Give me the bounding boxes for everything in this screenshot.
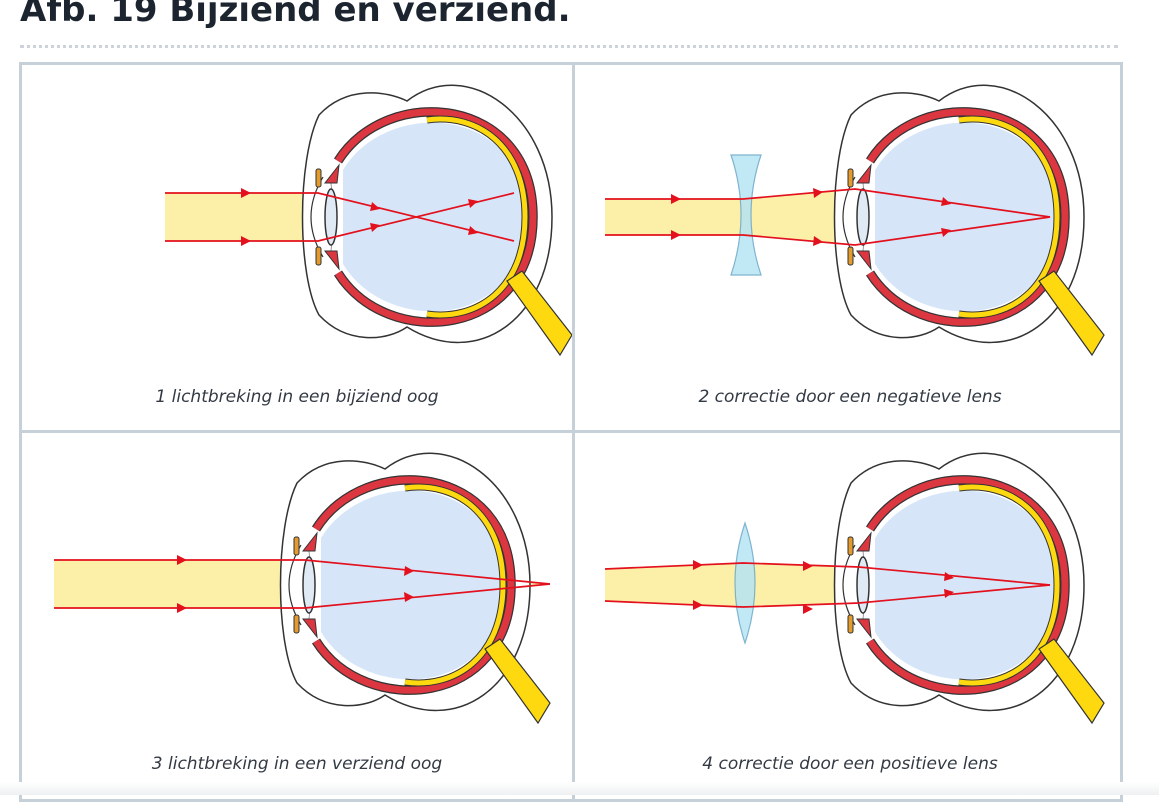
caption-panel-2: 2 correctie door een negatieve lens (698, 387, 1002, 407)
light-rays (54, 559, 551, 609)
arrow-icon (241, 188, 478, 246)
arrow-icon (177, 555, 414, 613)
caption-panel-4: 4 correctie door een positieve lens (702, 754, 998, 774)
arrow-icon (671, 188, 951, 246)
eye-diagram (279, 452, 551, 725)
caption-panel-1: 1 lichtbreking in een bijziend oog (155, 387, 439, 407)
eye-diagram (833, 84, 1105, 357)
bottom-edge-shadow (0, 782, 1159, 795)
light-rays (604, 562, 1051, 608)
panel-hyperopic-eye: 3 lichtbreking in een verziend oog (22, 433, 572, 798)
diagram-myopic-eye (165, 84, 572, 357)
negative-lens-icon (730, 154, 762, 276)
figure-grid: 1 lichtbreking in een bijziend oog (19, 62, 1123, 802)
dotted-divider (20, 45, 1118, 48)
positive-lens-icon (734, 521, 756, 645)
grid-divider-horizontal (22, 430, 1120, 433)
diagram-positive-lens (604, 452, 1105, 725)
eye-diagram (833, 452, 1105, 725)
diagram-hyperopic-eye (54, 452, 551, 725)
light-rays (165, 192, 515, 242)
page-title: Afb. 19 Bijziend en verziend. (20, 0, 571, 30)
panel-negative-lens: 2 correctie door een negatieve lens (575, 65, 1125, 430)
arrow-icon (693, 560, 954, 614)
eye-diagram (301, 84, 572, 357)
caption-panel-3: 3 lichtbreking in een verziend oog (151, 754, 443, 774)
panel-myopic-eye: 1 lichtbreking in een bijziend oog (22, 65, 572, 430)
light-beam (605, 563, 1050, 607)
panel-positive-lens: 4 correctie door een positieve lens (575, 433, 1125, 798)
diagram-negative-lens (605, 84, 1105, 357)
